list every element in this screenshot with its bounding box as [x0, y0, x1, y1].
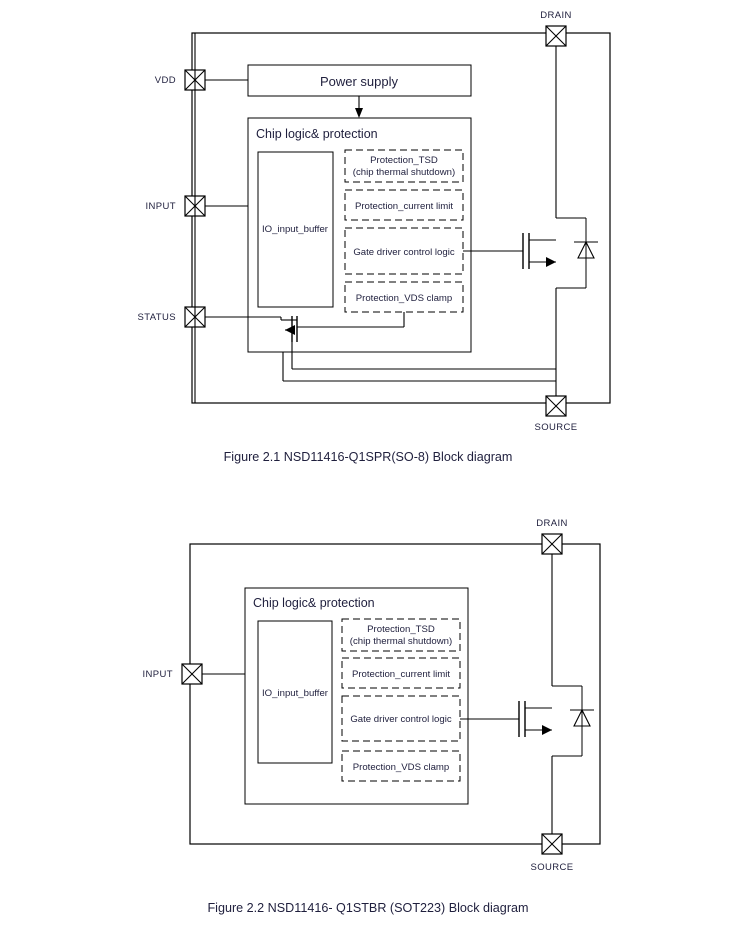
figure-2-2-group: INPUT DRAIN SOURCE Chip logic& protectio…	[143, 518, 601, 873]
block-label-protection-tsd-line2-2: (chip thermal shutdown)	[350, 636, 452, 647]
block-protection-current-limit	[344, 189, 464, 221]
figure-caption-1: Figure 2.1 NSD11416-Q1SPR(SO-8) Block di…	[223, 450, 513, 464]
pin-label-source: SOURCE	[534, 422, 577, 433]
block-protection-vds-clamp	[344, 281, 464, 313]
block-gate-driver-control-logic	[344, 227, 464, 275]
block-label-protection-tsd-line2: (chip thermal shutdown)	[353, 167, 455, 178]
pin-pad-source-2[interactable]	[541, 833, 563, 855]
block-io-input-buffer	[257, 151, 334, 308]
block-label-power-supply: Power supply	[320, 74, 399, 89]
block-label-protection-tsd-line1: Protection_TSD	[370, 155, 438, 166]
pin-label-drain: DRAIN	[540, 10, 572, 21]
block-label-io-input-buffer-2: IO_input_buffer	[262, 688, 329, 699]
pin-label-vdd: VDD	[155, 75, 176, 86]
block-io-input-buffer-2	[257, 620, 333, 764]
pin-label-source-2: SOURCE	[530, 862, 573, 873]
pin-pad-input-2[interactable]	[181, 663, 203, 685]
block-label-protection-vds-clamp-2: Protection_VDS clamp	[353, 762, 450, 773]
block-label-gate-driver: Gate driver control logic	[353, 247, 455, 258]
block-protection-current-limit-2	[341, 657, 461, 689]
block-label-chip-logic: Chip logic& protection	[256, 127, 378, 141]
pin-label-status: STATUS	[138, 312, 176, 323]
block-protection-tsd-2	[341, 618, 461, 652]
power-mosfet-symbol	[522, 217, 598, 289]
pin-pad-source[interactable]	[545, 395, 567, 417]
block-label-protection-current-limit: Protection_current limit	[355, 201, 453, 212]
pin-pad-drain-2[interactable]	[541, 533, 563, 555]
block-label-protection-tsd-line1-2: Protection_TSD	[367, 624, 435, 635]
pin-pad-drain[interactable]	[545, 25, 567, 47]
block-gate-driver-control-logic-2	[341, 695, 461, 742]
block-label-protection-current-limit-2: Protection_current limit	[352, 669, 450, 680]
arrowhead-power-to-chiplogic	[355, 108, 363, 118]
block-protection-tsd	[344, 149, 464, 183]
pin-label-input-2: INPUT	[143, 669, 174, 680]
block-power-supply	[247, 64, 472, 97]
power-mosfet-symbol-2	[518, 685, 594, 757]
pin-label-input: INPUT	[146, 201, 177, 212]
block-label-gate-driver-2: Gate driver control logic	[350, 714, 452, 725]
figure-caption-2: Figure 2.2 NSD11416- Q1STBR (SOT223) Blo…	[207, 901, 529, 915]
device-boundary-2	[189, 543, 601, 845]
block-protection-vds-clamp-2	[341, 750, 461, 782]
block-label-chip-logic-2: Chip logic& protection	[253, 596, 375, 610]
figure-2-1-group: VDD INPUT STATUS	[138, 10, 611, 433]
device-boundary-1	[191, 32, 611, 404]
status-transistor-symbol	[280, 316, 298, 342]
pin-label-drain-2: DRAIN	[536, 518, 568, 529]
block-label-protection-vds-clamp: Protection_VDS clamp	[356, 293, 453, 304]
block-label-io-input-buffer: IO_input_buffer	[262, 224, 329, 235]
